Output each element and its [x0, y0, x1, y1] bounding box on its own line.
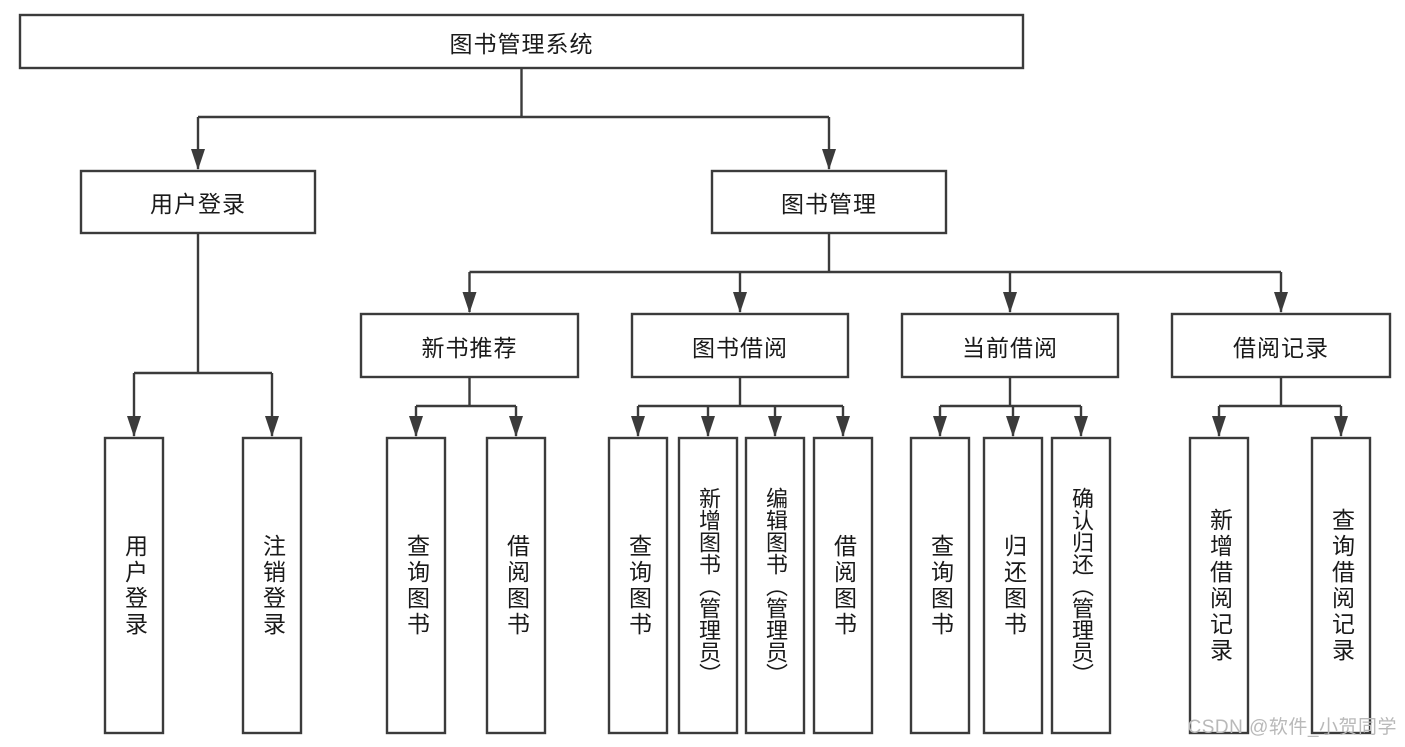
boxes-layer [18, 13, 1392, 735]
leaf-node-box-3[interactable] [485, 436, 547, 735]
level3-node-box-1[interactable] [630, 312, 850, 379]
leaf-node-box-0[interactable] [103, 436, 165, 735]
arrow-head-icon [701, 416, 715, 437]
leaf-node-box-7[interactable] [812, 436, 874, 735]
arrow-head-icon [1212, 416, 1226, 437]
arrow-head-icon [462, 292, 477, 313]
leaf-node-box-12[interactable] [1310, 436, 1372, 735]
leaf-node-box-4[interactable] [607, 436, 669, 735]
leaf-node-box-1[interactable] [241, 436, 303, 735]
arrow-head-icon [1334, 416, 1348, 437]
leaf-node-box-8[interactable] [909, 436, 971, 735]
leaf-node-box-2[interactable] [385, 436, 447, 735]
leaf-node-box-11[interactable] [1188, 436, 1250, 735]
arrow-head-icon [509, 416, 523, 437]
connectors-layer [127, 68, 1348, 437]
watermark-text: CSDN @软件_小贺同学 [1187, 717, 1397, 738]
arrow-head-icon [191, 149, 205, 170]
level3-node-box-0[interactable] [359, 312, 580, 379]
leaf-node-box-6[interactable] [744, 436, 806, 735]
arrow-head-icon [631, 416, 645, 437]
arrow-head-icon [733, 292, 747, 313]
arrow-head-icon [933, 416, 947, 437]
arrow-head-icon [1074, 416, 1088, 437]
level3-node-box-2[interactable] [900, 312, 1120, 379]
arrow-head-icon [1003, 292, 1017, 313]
arrow-head-icon [409, 416, 423, 437]
level2-node-box-0[interactable] [79, 169, 317, 235]
arrow-head-icon [822, 149, 836, 170]
root-node-box[interactable] [18, 13, 1025, 70]
leaf-node-box-10[interactable] [1050, 436, 1112, 735]
leaf-node-box-5[interactable] [677, 436, 739, 735]
arrow-head-icon [127, 416, 141, 437]
level2-node-box-1[interactable] [710, 169, 948, 235]
arrow-head-icon [1006, 416, 1020, 437]
arrow-head-icon [768, 416, 782, 437]
arrow-head-icon [1274, 292, 1288, 313]
arrow-head-icon [836, 416, 850, 437]
level3-node-box-3[interactable] [1170, 312, 1392, 379]
leaf-node-box-9[interactable] [982, 436, 1044, 735]
arrow-head-icon [265, 416, 279, 437]
